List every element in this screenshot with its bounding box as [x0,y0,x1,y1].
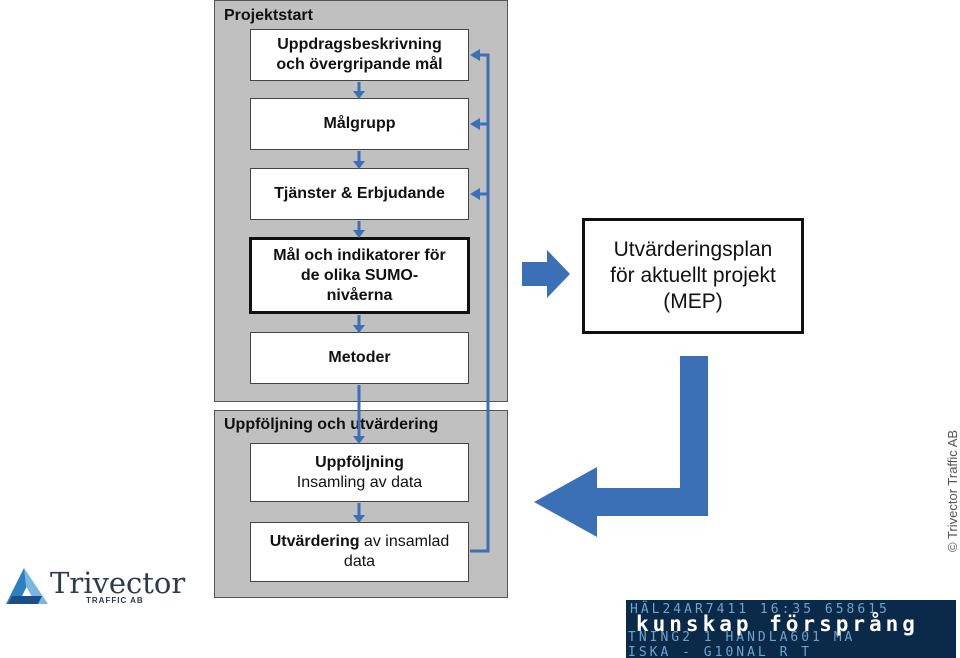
evaluation-box: Utvärdering av insamlad data [250,522,469,582]
mep-line3: (MEP) [663,290,723,313]
arrowhead-down-4 [353,230,365,238]
evaluation-plan-box: Utvärderingsplan för aktuellt projekt (M… [582,218,804,334]
target-group-label: Målgrupp [323,115,396,132]
followup-line1: Uppföljning [315,453,404,471]
followup-box: Uppföljning Insamling av data [250,443,469,502]
mep-line2: för aktuellt projekt [610,264,776,287]
target-group-box: Målgrupp [250,98,469,150]
arrowhead-down-2 [353,91,365,99]
evaluation-line2: data [343,553,376,570]
followup-line2: Insamling av data [296,473,423,491]
arrowhead-down-3 [353,161,365,169]
evaluation-line1: Utvärdering av insamlad [270,532,450,552]
big-right-arrow [522,250,570,298]
goals-indicators-box: Mål och indikatorer för de olika SUMO- n… [249,237,470,314]
methods-label: Metoder [328,349,391,366]
methods-box: Metoder [250,332,469,384]
assignment-line1: Uppdragsbeskrivning [277,36,442,53]
logo-wordmark: Trivector [50,566,186,600]
goals-line3: nivåerna [326,286,393,304]
trivector-logo-icon [6,568,48,604]
services-label: Tjänster & Erbjudande [274,185,445,202]
arrowhead-down-5 [353,325,365,333]
assignment-line2: och övergripande mål [276,56,443,73]
arrowhead-left-2 [470,118,480,130]
banner-noise-3: ISKA - G10NAL R T [628,645,813,658]
assignment-box: Uppdragsbeskrivning och övergripande mål [250,29,469,81]
arrowhead-left-1 [470,49,480,61]
logo-subtitle: TRAFFIC AB [86,596,144,605]
banner-noise-1: HÄL24AR7411 16:35 658615 [630,602,890,617]
feedback-loop-line [470,53,490,553]
goals-line2: de olika SUMO- [300,266,419,284]
banner-slogan: kunskap försprång [636,612,919,636]
evaluation-rest: av insamlad [359,533,450,550]
services-box: Tjänster & Erbjudande [250,168,469,220]
copyright-text: © Trivector Traffic AB [945,429,960,552]
project-start-title: Projektstart [224,7,313,24]
arrowhead-down-7 [353,515,365,523]
knowledge-banner-image: HÄL24AR7411 16:35 658615 TNING2 1 HANDLA… [626,600,956,658]
banner-noise-2: TNING2 1 HANDLA601 MA [628,630,856,645]
evaluation-bold: Utvärdering [269,533,360,550]
followup-title: Uppföljning och utvärdering [224,416,439,433]
goals-line1: Mål och indikatorer för [273,246,446,264]
big-return-arrow [534,356,708,537]
arrowhead-left-3 [470,188,480,200]
mep-line1: Utvärderingsplan [613,238,773,261]
arrowhead-down-6 [353,436,365,444]
